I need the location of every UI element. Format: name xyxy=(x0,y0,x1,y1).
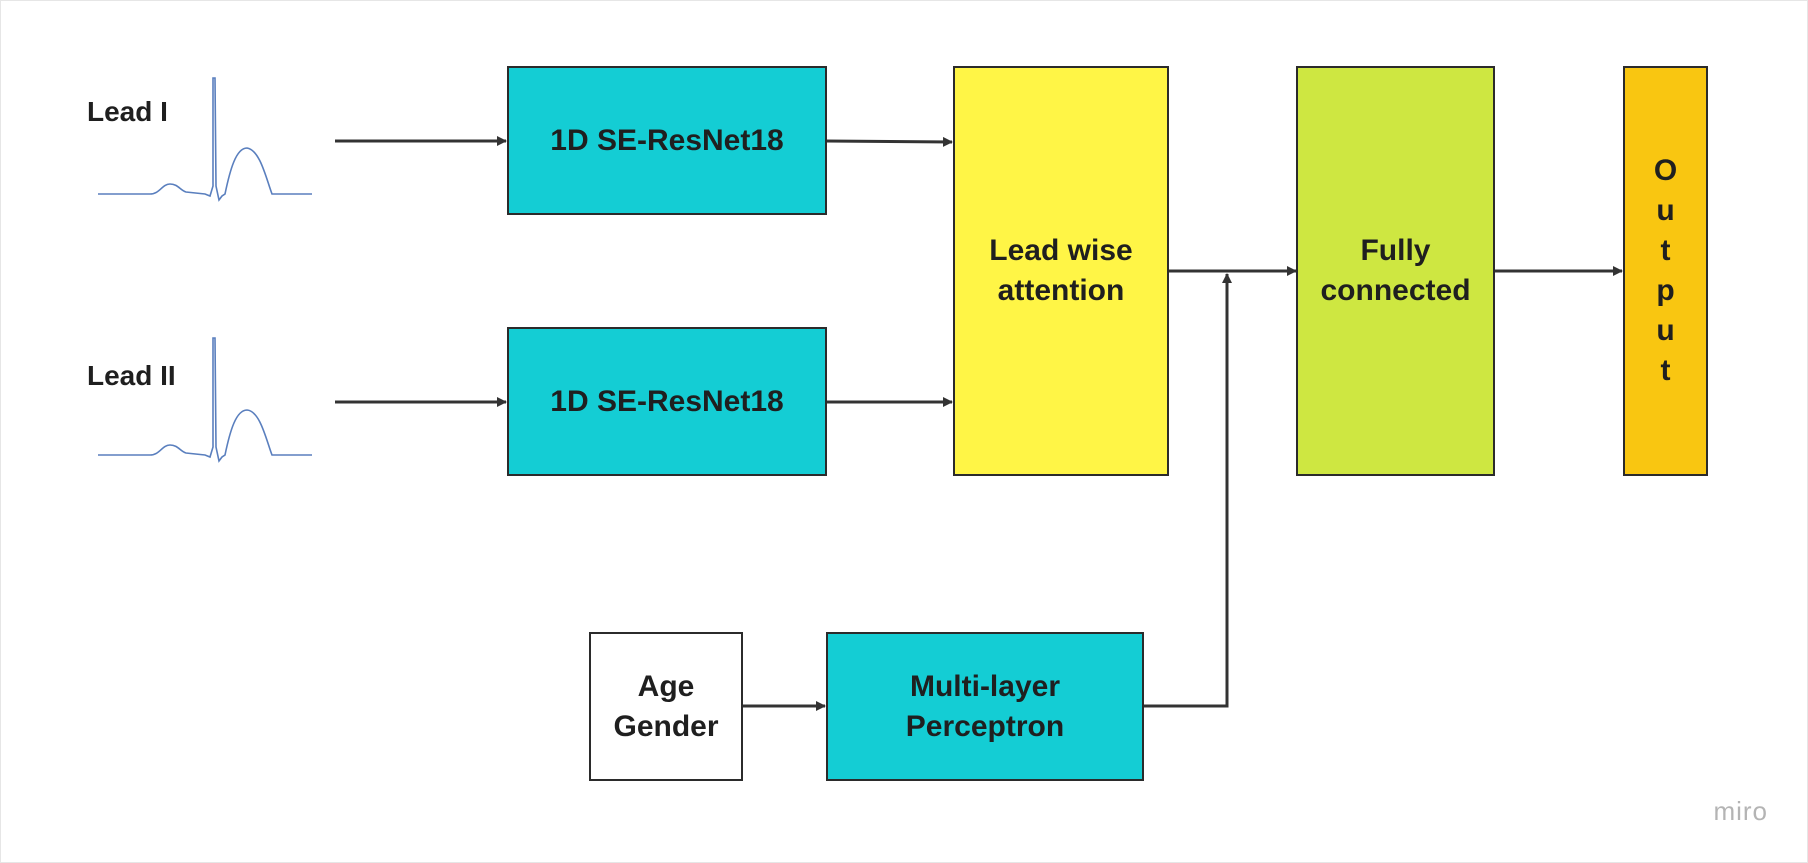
ecg-waveform-lead1 xyxy=(98,77,312,202)
output-letter: O xyxy=(1653,154,1678,187)
attention-label-line2: attention xyxy=(997,274,1125,307)
mlp-label-line2: Perceptron xyxy=(905,709,1065,743)
lead1-label: Lead I xyxy=(87,96,168,127)
mlp-label-line1: Multi-layer xyxy=(909,669,1060,703)
lead2-label: Lead II xyxy=(87,360,176,391)
fc-label-line1: Fully xyxy=(1360,234,1431,268)
attention-label-line1: Lead wise xyxy=(989,234,1133,268)
age-label: Age xyxy=(637,669,695,703)
miro-watermark: miro xyxy=(1713,796,1768,826)
lead-wise-attention-block: Lead wise attention xyxy=(953,66,1169,476)
output-letter: u xyxy=(1656,194,1675,227)
fully-connected-block: Fully connected xyxy=(1296,66,1495,476)
fc-label-line2: connected xyxy=(1320,274,1471,307)
arrow-resnet1-to-attention xyxy=(825,136,953,147)
resnet-block-lead2-label: 1D SE-ResNet18 xyxy=(550,384,784,418)
resnet-block-lead1-label: 1D SE-ResNet18 xyxy=(550,123,784,157)
output-letter: t xyxy=(1660,234,1671,267)
resnet-block-lead2: 1D SE-ResNet18 xyxy=(507,327,827,476)
gender-label: Gender xyxy=(613,709,719,743)
resnet-block-lead1: 1D SE-ResNet18 xyxy=(507,66,827,215)
output-block: O u t p u t xyxy=(1623,66,1708,476)
output-letter: t xyxy=(1660,354,1671,387)
multi-layer-perceptron-block: Multi-layer Perceptron xyxy=(826,632,1144,781)
age-gender-block: Age Gender xyxy=(589,632,743,781)
output-letter: p xyxy=(1656,274,1675,307)
output-letter: u xyxy=(1656,314,1675,347)
arrow-mlp-to-merge xyxy=(1143,273,1232,708)
ecg-waveform-lead2 xyxy=(98,337,312,463)
